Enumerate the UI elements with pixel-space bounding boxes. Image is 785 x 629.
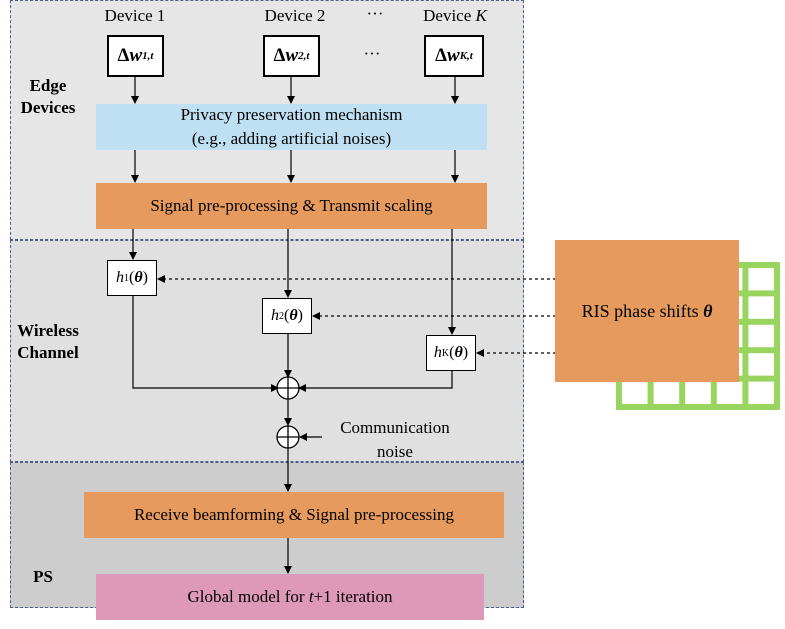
ris-phase-shift-box: RIS phase shifts θ — [555, 240, 739, 382]
h-subscript: 1 — [124, 272, 130, 284]
ris-grid-cell — [716, 381, 743, 404]
delta-symbol: Δ — [273, 45, 286, 66]
theta-symbol: θ — [289, 307, 298, 324]
w-symbol: w — [285, 45, 299, 66]
delta-symbol: Δ — [435, 45, 448, 66]
device-2-title: Device 2 — [264, 6, 326, 25]
device-1-title: Device 1 — [104, 6, 166, 25]
h-symbol: h — [271, 307, 280, 324]
ris-grid-cell — [622, 381, 648, 404]
section-label-edge-devices: Edge Devices — [20, 76, 76, 117]
h-subscript: K — [441, 347, 450, 359]
ris-grid-cell — [748, 353, 774, 376]
ris-grid-cell — [653, 381, 680, 404]
w-subscript: 1,t — [142, 50, 154, 62]
section-label-ps: PS — [33, 567, 53, 586]
comm-noise-line-1: Communication — [340, 418, 450, 437]
global-model-box: Global model for t+1 iteration — [96, 574, 484, 620]
w-symbol: w — [447, 45, 460, 66]
privacy-line-2: (e.g., adding artificial noises) — [191, 129, 392, 148]
transmit-scaling-box: Signal pre-processing & Transmit scaling — [96, 183, 487, 229]
ellipsis-top: ··· — [366, 4, 384, 23]
ris-grid-cell — [748, 381, 774, 404]
h-symbol: h — [433, 344, 442, 361]
h-subscript: 2 — [279, 310, 285, 322]
w-subscript: K,t — [459, 50, 473, 62]
global-suffix: +1 iteration — [313, 587, 393, 606]
ellipsis-middle: ··· — [363, 44, 381, 63]
device-k-title-text: Device — [423, 6, 476, 25]
w-symbol: w — [129, 45, 143, 66]
receive-beamforming-box: Receive beamforming & Signal pre-process… — [84, 492, 504, 538]
h-symbol: h — [116, 269, 125, 286]
communication-noise-label: Communication noise — [320, 416, 470, 464]
theta-symbol: θ — [454, 344, 463, 361]
delta-symbol: Δ — [117, 45, 130, 66]
device-k-title: Device K — [405, 6, 505, 26]
comm-noise-line-2: noise — [377, 442, 413, 461]
ris-grid-cell — [685, 381, 711, 404]
ris-grid-cell — [748, 268, 774, 291]
ris-theta: θ — [703, 301, 713, 321]
global-prefix: Global model for — [187, 587, 309, 606]
theta-symbol: θ — [134, 269, 143, 286]
ris-grid-cell — [748, 296, 774, 319]
ris-grid-cell — [748, 324, 774, 348]
device-k-title-var: K — [475, 6, 487, 25]
global-var: t — [308, 587, 314, 606]
privacy-mechanism-box: Privacy preservation mechanism (e.g., ad… — [96, 104, 487, 150]
privacy-line-1: Privacy preservation mechanism — [180, 105, 403, 124]
section-label-wireless-channel: Wireless Channel — [17, 321, 79, 362]
ris-label: RIS phase shifts — [581, 301, 704, 321]
w-subscript: 2,t — [298, 50, 310, 62]
